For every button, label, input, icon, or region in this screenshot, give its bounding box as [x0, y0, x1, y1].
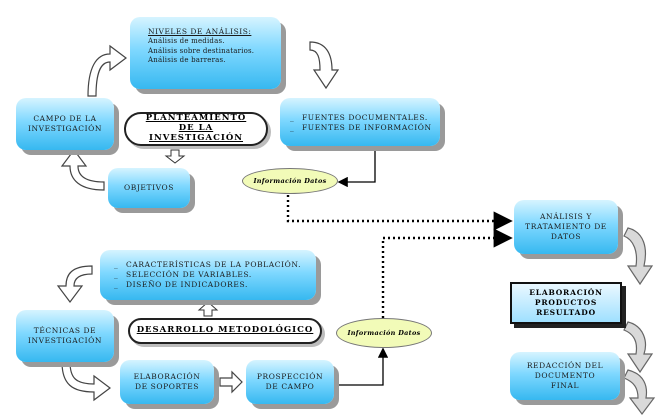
up-arrow-desarrollo-to-caracteristicas	[197, 301, 219, 317]
fuentes-item: _ FUENTES DE INFORMACIÓN	[290, 123, 440, 133]
caracteristicas-item-text: CARACTERÍSTICAS DE LA POBLACIÓN.	[126, 260, 302, 269]
niveles-analisis-box: NIVELES DE ANÁLISIS: Análisis de medidas…	[130, 17, 281, 89]
bullet: _	[290, 113, 295, 122]
informacion-datos-pill-2: Información Datos	[336, 318, 432, 348]
bullet: _	[114, 270, 119, 280]
tecnicas-label: TÉCNICAS DE INVESTIGACIÓN	[27, 325, 103, 345]
niveles-title: NIVELES DE ANÁLISIS:	[148, 27, 252, 36]
analisis-label: ANÁLISIS Y TRATAMIENTO DE DATOS	[525, 211, 607, 242]
curved-arrow-productos-to-redaccion	[623, 321, 654, 374]
elaboracion-soportes-label: ELABORACIÓN DE SOPORTES	[133, 371, 201, 391]
curved-arrow-analisis-to-productos	[623, 227, 654, 286]
niveles-item: Análisis de barreras.	[148, 56, 226, 64]
niveles-item: Análisis de medidas.	[148, 37, 225, 46]
caracteristicas-item: _ SELECCIÓN DE VARIABLES.	[114, 270, 316, 280]
campo-investigacion-box: CAMPO DE LA INVESTIGACIÓN	[16, 98, 114, 150]
elaboracion-productos-box: ELABORACIÓN PRODUCTOS RESULTADO	[510, 282, 622, 324]
desarrollo-label: DESARROLLO METODOLÓGICO	[136, 325, 314, 336]
prospeccion-label: PROSPECCIÓN DE CAMPO	[256, 371, 324, 391]
informacion-label: Información Datos	[253, 177, 327, 185]
curved-arrow-objetivos-to-campo	[60, 149, 105, 191]
elaboracion-soportes-box: ELABORACIÓN DE SOPORTES	[120, 360, 214, 404]
fuentes-item-text: FUENTES DOCUMENTALES.	[302, 113, 428, 122]
fuentes-item-text: FUENTES DE INFORMACIÓN	[302, 123, 432, 133]
caracteristicas-box: _ CARACTERÍSTICAS DE LA POBLACIÓN. _ SELEC…	[100, 250, 316, 300]
caracteristicas-item: _ DISEÑO DE INDICADORES.	[114, 280, 316, 290]
bullet: _	[114, 260, 119, 269]
caracteristicas-item-text: SELECCIÓN DE VARIABLES.	[126, 270, 252, 280]
informacion-datos-pill-1: Información Datos	[242, 168, 338, 194]
fuentes-box: _ FUENTES DOCUMENTALES. _ FUENTES DE INFOR…	[280, 98, 440, 146]
prospeccion-box: PROSPECCIÓN DE CAMPO	[246, 360, 334, 404]
desarrollo-oval: DESARROLLO METODOLÓGICO	[128, 318, 322, 344]
redaccion-box: REDACCIÓN DEL DOCUMENTO FINAL	[510, 352, 620, 400]
bullet: _	[290, 123, 295, 133]
bullet: _	[114, 280, 119, 290]
curved-arrow-redaccion-end	[623, 369, 656, 415]
curved-arrow-campo-to-niveles	[87, 44, 127, 97]
planteamiento-oval: PLANTEAMIENTO DE LA INVESTIGACIÓN	[124, 112, 268, 146]
block-arrow-soportes-to-prospeccion	[219, 370, 243, 394]
objetivos-box: OBJETIVOS	[108, 168, 190, 208]
analisis-box: ANÁLISIS Y TRATAMIENTO DE DATOS	[514, 200, 618, 254]
caracteristicas-item-text: DISEÑO DE INDICADORES.	[126, 280, 248, 290]
curved-arrow-caracteristicas-to-tecnicas	[56, 265, 93, 303]
niveles-item: Análisis sobre destinatarios.	[148, 46, 255, 55]
informacion-label: Información Datos	[347, 329, 421, 337]
caracteristicas-item: _ CARACTERÍSTICAS DE LA POBLACIÓN.	[114, 260, 316, 270]
down-arrow-planteamiento-to-objetivos	[164, 149, 186, 164]
tecnicas-box: TÉCNICAS DE INVESTIGACIÓN	[16, 310, 114, 362]
objetivos-label: OBJETIVOS	[123, 182, 175, 192]
campo-label: CAMPO DE LA INVESTIGACIÓN	[27, 113, 103, 133]
redaccion-label: REDACCIÓN DEL DOCUMENTO FINAL	[526, 360, 604, 391]
planteamiento-label: PLANTEAMIENTO DE LA INVESTIGACIÓN	[145, 113, 247, 143]
elaboracion-productos-label: ELABORACIÓN PRODUCTOS RESULTADO	[529, 288, 603, 317]
curved-arrow-tecnicas-to-soportes	[61, 361, 111, 402]
curved-arrow-niveles-to-fuentes	[309, 41, 340, 90]
fuentes-item: _ FUENTES DOCUMENTALES.	[290, 113, 440, 123]
